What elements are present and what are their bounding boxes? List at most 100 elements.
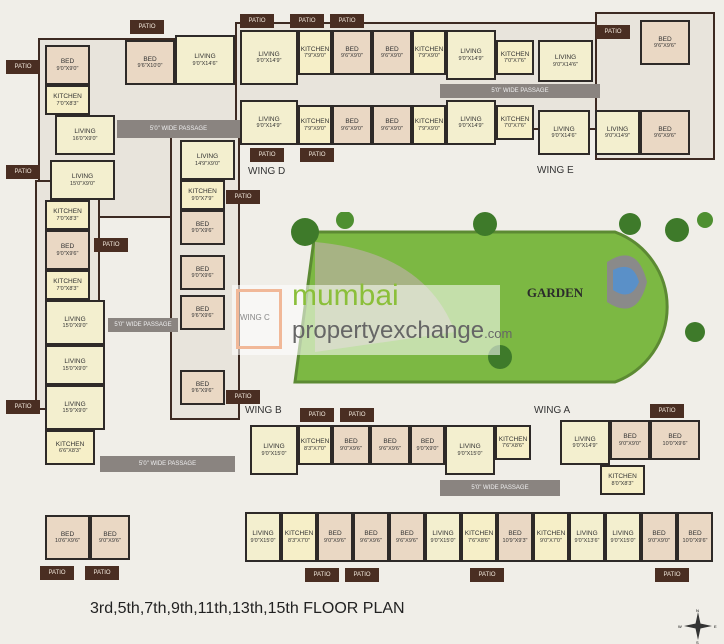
patio: PATIO (300, 408, 334, 422)
room-dimensions: 7'0"X8'3" (56, 215, 79, 222)
room-dimensions: 10'0"X9'6" (662, 440, 688, 447)
room-name: BED (143, 55, 157, 63)
room-name: KITCHEN (300, 118, 330, 126)
passage-wing-c: 5'0" WIDE PASSAGE (117, 120, 240, 138)
room-dimensions: 15'0"X9'0" (70, 180, 95, 187)
patio: PATIO (330, 14, 364, 28)
room-name: KITCHEN (300, 45, 330, 53)
patio: PATIO (655, 568, 689, 582)
room-name: LIVING (554, 54, 577, 62)
room-name: LIVING (252, 530, 274, 538)
room-dimensions: 9'0"X14'9" (458, 55, 484, 62)
wing-e-label: WING E (537, 165, 574, 176)
room-name: LIVING (263, 443, 285, 451)
room-dimensions: 9'0"X9'6" (191, 228, 214, 235)
passage-label: 5'0" WIDE PASSAGE (471, 485, 529, 491)
patio: PATIO (240, 14, 274, 28)
room-dimensions: 9'6"X9'6" (654, 43, 676, 50)
room-dimensions: 7'6"X8'6" (502, 443, 524, 450)
patio: PATIO (290, 14, 324, 28)
room-name: BED (623, 433, 637, 441)
passage-label: 5'0" WIDE PASSAGE (138, 461, 197, 467)
room-dimensions: 9'0"X14'6" (551, 133, 577, 140)
patio: PATIO (85, 566, 119, 580)
room-dimensions: 9'0"X9'0" (56, 65, 79, 72)
compass-icon: N S W E (678, 608, 717, 644)
patio: PATIO (6, 165, 40, 179)
room-dimensions: 9'0"X9'0" (416, 445, 439, 452)
room-name: KITCHEN (53, 208, 82, 216)
room-name: KITCHEN (284, 530, 314, 538)
room-name: BED (364, 530, 378, 538)
wing-d-label: WING D (248, 166, 286, 177)
room-dimensions: 9'0"X14'9" (572, 443, 598, 450)
room-dimensions: 10'0"X9'6" (682, 537, 708, 544)
room-dimensions: 9'6"X9'6" (191, 313, 214, 320)
room-name: KITCHEN (414, 45, 444, 53)
room-name: LIVING (612, 530, 634, 538)
room-dimensions: 9'0"X9'6" (340, 445, 362, 452)
wing-b-label: WING B (245, 405, 282, 416)
room-name: KITCHEN (188, 188, 217, 196)
room-dimensions: 9'0"X14'9" (256, 123, 282, 130)
patio: PATIO (250, 148, 284, 162)
room-dimensions: 9'0"X14'6" (192, 60, 218, 67)
room-name: LIVING (258, 50, 280, 58)
patio: PATIO (6, 60, 40, 74)
room-name: LIVING (576, 530, 598, 538)
room-name: BED (344, 438, 358, 446)
watermark: WING C mumbai propertyexchange.com (232, 279, 512, 355)
patio: PATIO (345, 568, 379, 582)
room-dimensions: 7'9"X9'0" (304, 125, 326, 132)
room-dimensions: 10'9"X9'3" (502, 537, 528, 544)
patio: PATIO (94, 238, 128, 252)
room-name: KITCHEN (464, 530, 494, 538)
room-dimensions: 9'6"X9'6" (396, 537, 418, 544)
room-name: LIVING (64, 400, 86, 408)
room-dimensions: 9'6"X9'0" (381, 53, 403, 60)
patio: PATIO (596, 25, 630, 39)
room-name: LIVING (460, 115, 482, 123)
room-dimensions: 9'0"X7'9" (191, 195, 214, 202)
room-name: KITCHEN (414, 118, 444, 126)
room-name: LIVING (574, 435, 596, 443)
passage-wing-a: 5'0" WIDE PASSAGE (440, 480, 560, 496)
passage-label: 5'0" WIDE PASSAGE (149, 126, 208, 132)
room-dimensions: 7'0"X7'6" (504, 123, 526, 130)
room-name: BED (60, 243, 75, 251)
room-dimensions: 9'6"X9'0" (341, 53, 363, 60)
plan-title: 3rd,5th,7th,9th,11th,13th,15th FLOOR PLA… (90, 600, 405, 617)
room-name: BED (420, 438, 435, 446)
patio: PATIO (470, 568, 504, 582)
room-name: BED (195, 220, 210, 228)
